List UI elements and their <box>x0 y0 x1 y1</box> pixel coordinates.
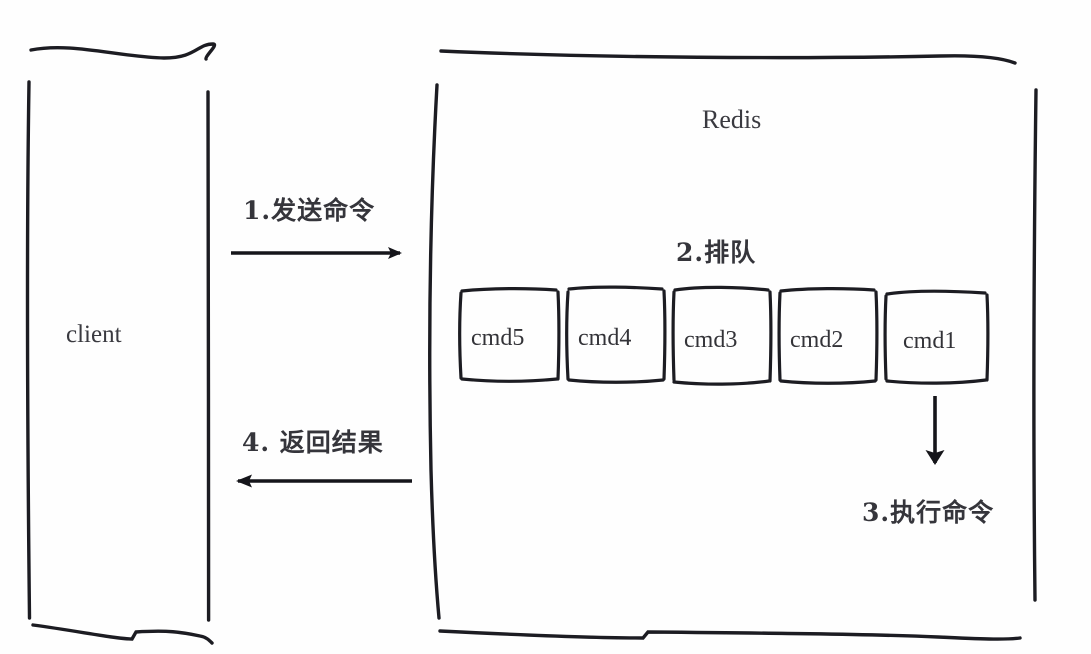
client-box <box>25 42 217 645</box>
flow-arrows <box>231 247 945 488</box>
step-1-label-send-command: 1.发送命令 <box>243 196 376 225</box>
queue-item-label: cmd2 <box>790 327 844 353</box>
step-4-label-return-result: 4. 返回结果 <box>242 428 384 457</box>
step-2-label-queue: 2.排队 <box>676 238 757 267</box>
queue-item-label: cmd3 <box>684 327 738 353</box>
queue-item-label: cmd4 <box>578 325 632 351</box>
queue-box-cmd1 <box>883 289 990 385</box>
redis-node-title: Redis <box>702 105 762 134</box>
queue-box-cmd3 <box>671 285 773 386</box>
queue-box-cmd4 <box>565 285 667 384</box>
queue-box-cmd5 <box>458 287 561 383</box>
redis-box <box>427 49 1038 641</box>
queue-boxes <box>458 285 990 386</box>
queue-item-label: cmd1 <box>903 328 957 354</box>
client-node-label: client <box>66 321 122 348</box>
step-3-label-execute-command: 3.执行命令 <box>862 498 995 527</box>
queue-box-cmd2 <box>777 287 879 385</box>
queue-item-label: cmd5 <box>471 325 525 351</box>
